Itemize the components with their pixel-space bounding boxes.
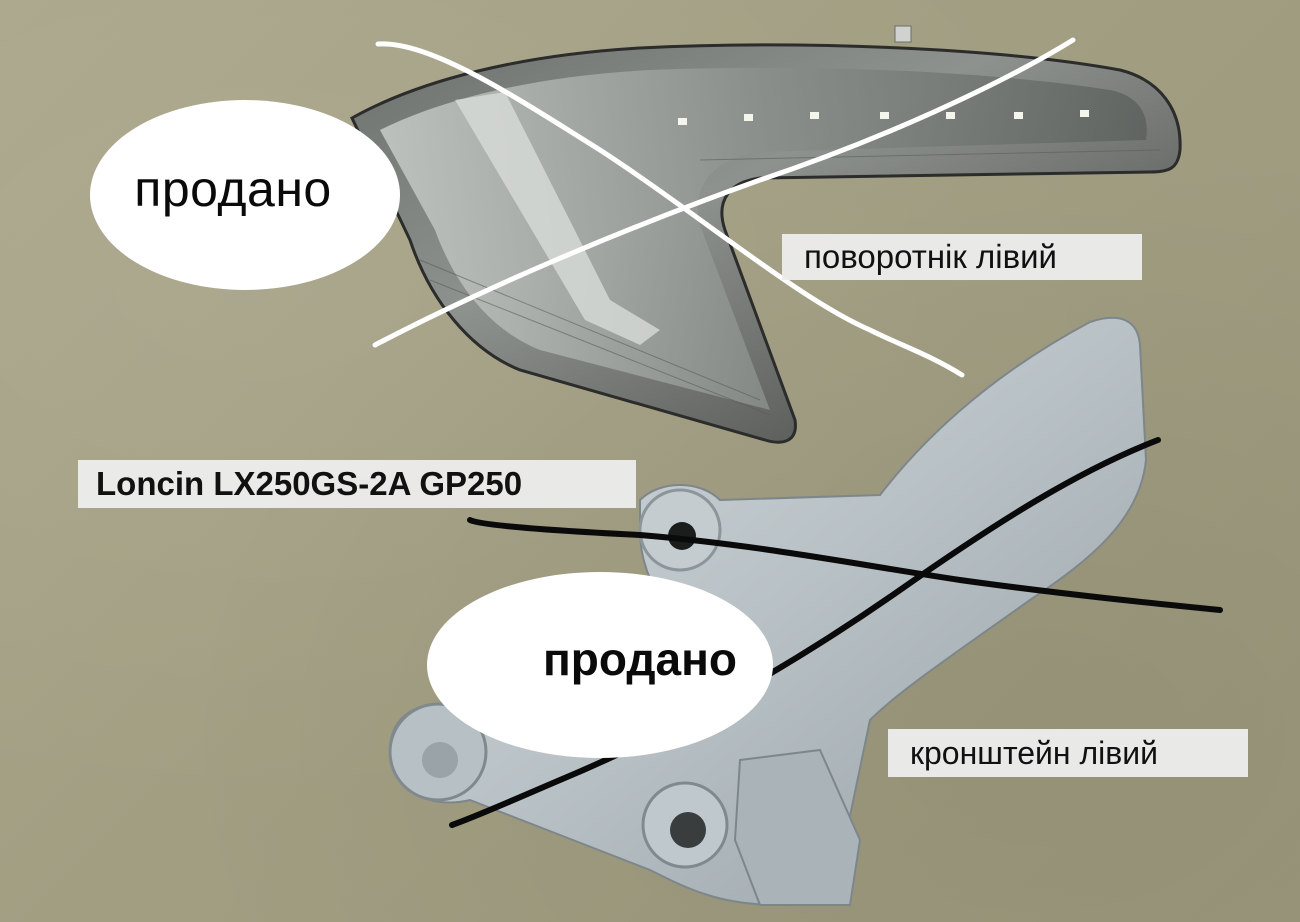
sold-badge-top: продано bbox=[90, 100, 400, 290]
turn-signal-label: поворотнік лівий bbox=[782, 234, 1142, 280]
sold-badge-bottom-text: продано bbox=[542, 633, 738, 685]
sold-badge-top-text: продано bbox=[134, 161, 332, 217]
turn-signal-label-text: поворотнік лівий bbox=[804, 238, 1057, 275]
sold-badge-bottom: продано bbox=[427, 572, 773, 758]
bracket-label: кронштейн лівий bbox=[888, 729, 1248, 777]
bracket-label-text: кронштейн лівий bbox=[910, 734, 1158, 771]
model-label-text: Loncin LX250GS-2A GP250 bbox=[96, 465, 523, 502]
model-label: Loncin LX250GS-2A GP250 bbox=[78, 460, 636, 508]
